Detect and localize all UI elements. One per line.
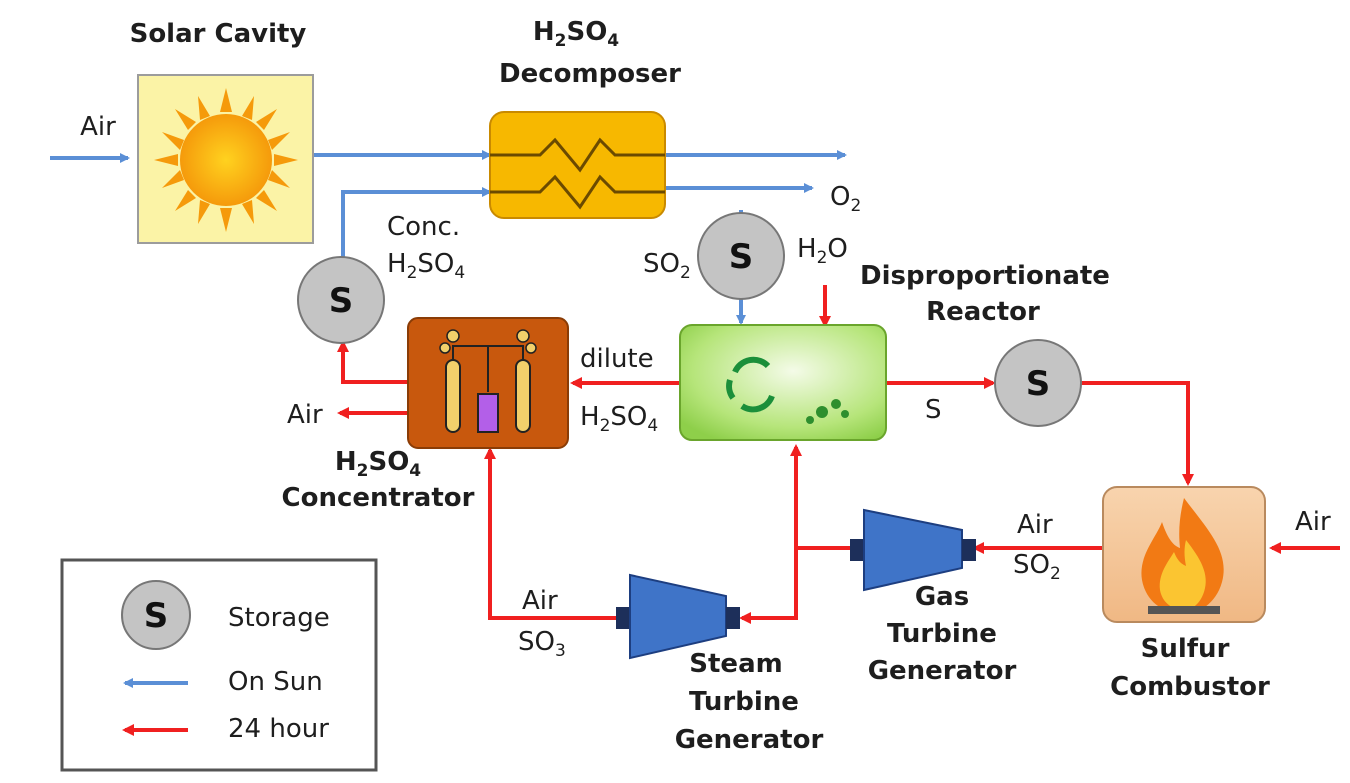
solar-cavity-label: Solar Cavity [130,19,307,49]
storage-so2: S [697,212,785,300]
so2-label: SO2 [643,249,691,283]
air-outlet-label: Air [287,400,323,430]
recycle-icon [726,356,775,413]
decomposer-label-line1: H2SO4 [533,17,619,51]
air-so3-so3-label: SO3 [518,627,566,661]
gas-turbine-label-line1: Gas [915,582,969,612]
distillation-icon [439,329,537,433]
gas-turbine [850,508,976,592]
heat-exchanger-icon [490,137,665,210]
legend-24-hour-label: 24 hour [228,714,329,744]
dilute-acid-label: H2SO4 [580,402,658,436]
storage-sulfur: S [994,339,1082,427]
steam-turbine-label-line1: Steam [689,649,782,679]
reactor-label-line1: Disproportionate [860,261,1110,291]
concentrator-label-line1: H2SO4 [335,447,421,481]
reactor-label-line2: Reactor [926,297,1040,327]
legend-storage-symbol: S [121,580,191,650]
steam-turbine-label-line3: Generator [675,725,824,755]
turbine-icon [616,573,740,660]
sulfur-combustor-label-line1: Sulfur [1141,634,1230,664]
air-inlet-label: Air [80,112,116,142]
air-inlet-combustor-label: Air [1295,507,1331,537]
sulfur-combustor [1102,486,1266,623]
air-so2-so2-label: SO2 [1013,550,1061,584]
steam-turbine [616,573,740,660]
legend: S Storage On Sun 24 hour [60,558,378,772]
sun-icon [154,88,298,232]
concentrator [407,317,569,449]
storage-so2-glyph: S [729,237,754,277]
disproportionate-reactor [679,324,887,441]
legend-storage-glyph: S [144,596,169,636]
steam-turbine-label-line2: Turbine [689,687,799,717]
24-hour-lines [337,285,1340,624]
decomposer [489,111,666,219]
legend-storage-label: Storage [228,603,330,633]
sulfur-product-label: S [925,395,942,425]
storage-conc-glyph: S [329,281,354,321]
sulfur-combustor-label-line2: Combustor [1110,672,1270,702]
solar-cavity [137,74,314,244]
concentrator-label-line2: Concentrator [282,483,475,513]
air-so3-air-label: Air [522,586,558,616]
gas-turbine-label-line2: Turbine [887,619,997,649]
conc-label-line1: Conc. [387,212,460,242]
dilute-label: dilute [580,344,654,374]
gas-turbine-label-line3: Generator [868,656,1017,686]
storage-conc-acid: S [297,256,385,344]
air-so2-air-label: Air [1017,510,1053,540]
flame-icon [1141,498,1224,614]
legend-on-sun-label: On Sun [228,667,323,697]
storage-sulfur-glyph: S [1026,364,1051,404]
turbine-icon [850,508,976,592]
decomposer-label-line2: Decomposer [499,59,681,89]
h2o-label: H2O [797,234,848,268]
o2-label: O2 [830,182,861,216]
conc-label-line2: H2SO4 [387,249,465,283]
